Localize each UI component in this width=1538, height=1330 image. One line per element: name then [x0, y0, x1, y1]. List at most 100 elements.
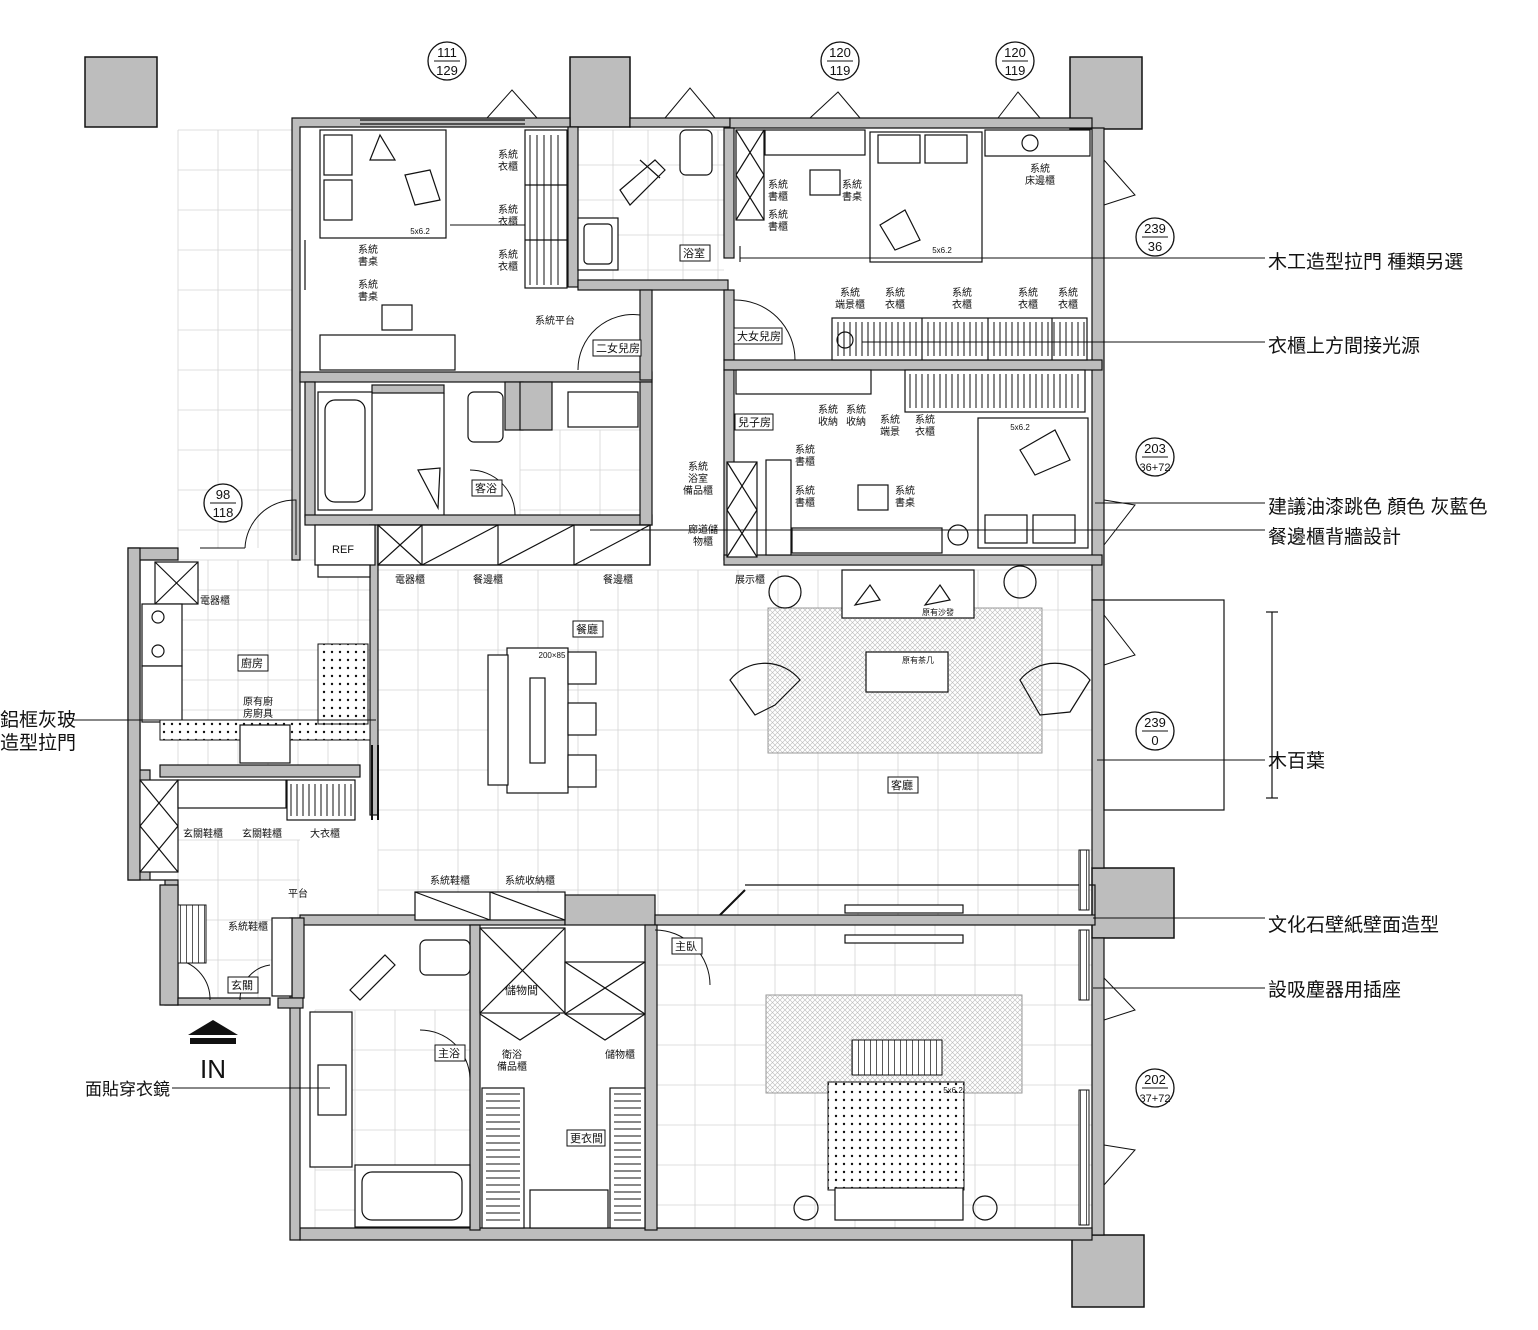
note-wardrobe-light: 衣櫃上方間接光源: [1268, 335, 1420, 357]
bathroom-top: [577, 129, 713, 271]
room-storage: 儲物間: [505, 983, 538, 997]
room-labels: 二女兒房 大女兒房 浴室 兒子房 客浴 廚房 餐廳 客廳 主臥 主浴 玄關 儲物…: [227, 244, 919, 1147]
room-living: 客廳: [891, 778, 913, 792]
furniture-label-dining-table: 200×85: [539, 651, 566, 660]
windows-and-doors: [177, 87, 1278, 1186]
furniture-label-sys-desk: 系統書桌: [358, 278, 378, 303]
furniture-label-appliance: 電器櫃: [395, 573, 425, 586]
furniture-label-sys-shoe: 系統鞋櫃: [430, 874, 470, 887]
master-bathroom: [309, 939, 471, 1228]
room-first-daughter: 大女兒房: [737, 329, 781, 343]
furniture-label-sys-wardrobe: 系統衣櫃: [915, 413, 935, 438]
furniture-label-bath-supply: 衛浴備品櫃: [497, 1048, 527, 1073]
furniture-label-bed-size: 5x6.2: [943, 1086, 963, 1095]
furniture-label-sys-bookcase: 系統書櫃: [768, 208, 788, 233]
exterior-walls: [127, 117, 1105, 1241]
note-blinds: 木百葉: [1268, 750, 1325, 772]
furniture-label-sys-storage: 系統收納: [846, 403, 866, 428]
furniture-label-sys-shoe: 系統鞋櫃: [228, 920, 268, 933]
room-second-daughter: 二女兒房: [596, 341, 640, 355]
note-kitchen-door-1: 鋁框灰玻: [0, 709, 76, 731]
furniture-label-sys-desk: 系統書桌: [358, 243, 378, 268]
furniture-label-sys-platform: 系統平台: [535, 314, 575, 327]
window-bottom-height: 36: [1148, 239, 1162, 254]
window-top-height: 98: [216, 487, 230, 502]
living-room: [729, 565, 1091, 754]
furniture-label-sideboard: 餐邊櫃: [603, 573, 633, 586]
bedroom-first-daughter: [735, 129, 1091, 361]
furniture-label-appliance: 電器櫃: [200, 594, 230, 607]
furniture-label-sys-wardrobe: 系統衣櫃: [498, 148, 518, 173]
room-walk-in: 更衣間: [570, 1131, 603, 1145]
room-dining: 餐廳: [576, 622, 598, 636]
furniture-label-sys-wardrobe: 系統衣櫃: [952, 286, 972, 311]
furniture-label-sys-bath-supply: 系統浴室備品櫃: [683, 460, 713, 497]
master-bedroom: [765, 849, 1090, 1226]
furniture-label-sys-desk: 系統書桌: [895, 484, 915, 509]
window-top-height: 203: [1144, 441, 1166, 456]
note-kitchen-door-2: 造型拉門: [0, 732, 76, 754]
note-sideboard-wall: 餐邊櫃背牆設計: [1268, 526, 1401, 548]
room-son: 兒子房: [738, 416, 771, 429]
furniture-label-sys-display: 系統端景櫃: [835, 286, 865, 311]
storage-walk-in: [479, 927, 646, 1229]
furniture-label-sys-storage: 系統收納: [818, 403, 838, 428]
note-vacuum-outlet: 設吸塵器用插座: [1268, 979, 1401, 1001]
window-top-height: 239: [1144, 715, 1166, 730]
furniture-label-sys-bedside: 系統床邊櫃: [1025, 162, 1055, 187]
room-foyer: 玄關: [231, 978, 253, 992]
guest-bathroom: [317, 391, 639, 515]
window-top-height: 120: [1004, 45, 1026, 60]
furniture-label-existing-coffee: 原有茶几: [902, 655, 934, 665]
window-bottom-height: 37+72: [1140, 1093, 1171, 1105]
entry-marker: IN: [188, 1020, 238, 1084]
window-bottom-height: 119: [1005, 63, 1026, 78]
window-height-tag: 203 36+72: [1135, 437, 1175, 477]
entry-label: IN: [200, 1054, 226, 1084]
room-kitchen: 廚房: [241, 656, 263, 670]
furniture-labels: 系統衣櫃系統衣櫃系統衣櫃系統書桌系統書桌系統書櫃系統書桌系統書櫃系統床邊櫃系統端…: [183, 148, 1078, 1095]
window-height-tags: 1111291201191201192393620336+72239020237…: [203, 41, 1175, 1108]
note-sliding-door: 木工造型拉門 種類另選: [1268, 251, 1463, 273]
window-top-height: 239: [1144, 221, 1166, 236]
furniture-label-existing-kitchen: 原有廚房廚具: [243, 695, 273, 720]
kitchen: [141, 561, 371, 764]
note-mirror: 面貼穿衣鏡: [85, 1080, 170, 1099]
window-top-height: 120: [829, 45, 851, 60]
furniture-label-sys-wardrobe: 系統衣櫃: [498, 248, 518, 273]
furniture-label-display-cabinet: 展示櫃: [735, 573, 765, 586]
window-bottom-height: 36+72: [1140, 462, 1171, 474]
furniture-label-bed-size: 5x6.2: [410, 227, 430, 236]
window-bottom-height: 119: [830, 63, 851, 78]
room-guest-bath: 客浴: [475, 481, 497, 495]
room-master-bath: 主浴: [438, 1047, 460, 1060]
furniture-label-bed-size: 5x6.2: [1010, 423, 1030, 432]
annotations: 木工造型拉門 種類另選 衣櫃上方間接光源 建議油漆跳色 顏色 灰藍色 餐邊櫃背牆…: [0, 246, 1488, 1099]
furniture-label-sys-wardrobe: 系統衣櫃: [1058, 286, 1078, 311]
room-master: 主臥: [675, 940, 697, 953]
window-bottom-height: 118: [213, 505, 234, 520]
furniture-label-shoe-cabinet: 玄關鞋櫃: [183, 827, 223, 840]
furniture-label-ref: REF: [332, 544, 354, 556]
furniture-label-platform: 平台: [288, 887, 308, 900]
window-bottom-height: 129: [436, 63, 458, 78]
furniture-label-sys-wardrobe: 系統衣櫃: [1018, 286, 1038, 311]
furniture-label-storage-cab: 儲物櫃: [605, 1048, 635, 1061]
note-paint-color: 建議油漆跳色 顏色 灰藍色: [1268, 496, 1488, 518]
furniture-label-sys-bookcase: 系統書櫃: [795, 443, 815, 468]
foyer: [139, 779, 566, 997]
bedroom-son: [726, 369, 1089, 558]
window-height-tag: 202 37+72: [1135, 1068, 1175, 1108]
note-stone-wallpaper: 文化石壁紙壁面造型: [1268, 914, 1439, 936]
furniture-label-sys-wardrobe: 系統衣櫃: [885, 286, 905, 311]
window-top-height: 202: [1144, 1072, 1166, 1087]
furniture-label-bed-size: 5x6.2: [932, 246, 952, 255]
furniture-label-shoe-cabinet: 玄關鞋櫃: [242, 827, 282, 840]
